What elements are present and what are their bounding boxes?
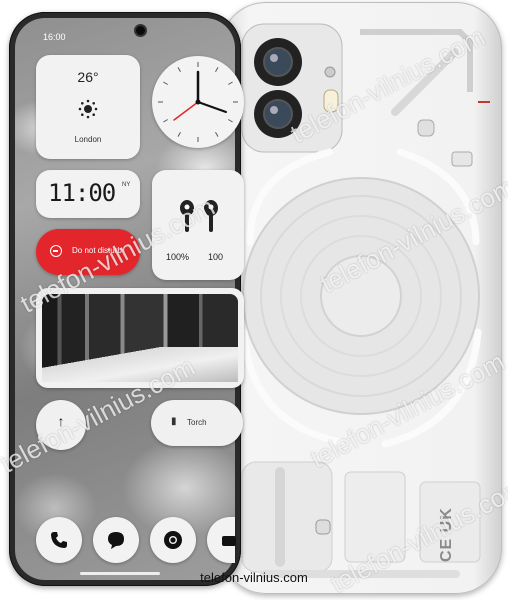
status-time: 16:00 [43, 32, 66, 42]
back-cert-text: CE UK [438, 507, 455, 562]
do-not-disturb-icon [50, 245, 62, 257]
quick-settings-button[interactable]: ↑ [36, 400, 86, 450]
earbud-left-battery: 100% [166, 252, 190, 262]
flashlight-icon: ▮ [171, 416, 177, 427]
analog-clock-face [158, 62, 238, 142]
earbud-right-battery: 100 [208, 252, 224, 262]
do-not-disturb-toggle[interactable]: Do not disturb [36, 229, 140, 275]
mic-hole [324, 66, 336, 78]
home-indicator[interactable] [80, 572, 160, 575]
dock-app-phone[interactable] [36, 517, 82, 563]
weather-temperature: 26° [77, 69, 99, 85]
back-panel-graphics [240, 23, 490, 578]
phone-icon [51, 532, 67, 548]
digital-clock-widget[interactable]: 11:00 NY [36, 170, 140, 218]
flash-icon [323, 89, 339, 113]
chrome-icon [164, 531, 182, 549]
do-not-disturb-label: Do not disturb [72, 246, 122, 255]
torch-toggle[interactable]: ▮ Torch [151, 400, 243, 446]
front-camera [136, 26, 145, 35]
weather-widget[interactable]: 26° London [36, 55, 140, 159]
glyph-light-bottom-right [381, 328, 482, 448]
arrow-up-icon: ↑ [57, 413, 65, 429]
glyph-light-top-left [246, 148, 334, 246]
photo-widget[interactable] [36, 288, 244, 388]
messages-icon [108, 532, 124, 549]
glyph-light-bottom-left [240, 328, 344, 446]
back-screw [417, 119, 435, 137]
earbuds-battery-widget[interactable]: 100% 100 [152, 170, 244, 280]
footer-site-text: telefon-vilnius.com [200, 570, 308, 585]
sun-icon [78, 99, 98, 119]
phone-back: NOTHING CE UK [220, 2, 502, 594]
weather-city: London [74, 135, 102, 144]
analog-clock-widget[interactable] [152, 56, 244, 148]
dock-app-chrome[interactable] [150, 517, 196, 563]
photo-widget-image [42, 294, 238, 382]
glyph-light-top-right [396, 148, 480, 246]
camera-icon [222, 536, 236, 546]
digital-clock-time: 11:00 [48, 179, 116, 207]
digital-clock-timezone: NY [122, 182, 131, 188]
earbuds-icon [180, 200, 218, 232]
dock-app-messages[interactable] [93, 517, 139, 563]
torch-label: Torch [187, 418, 207, 427]
